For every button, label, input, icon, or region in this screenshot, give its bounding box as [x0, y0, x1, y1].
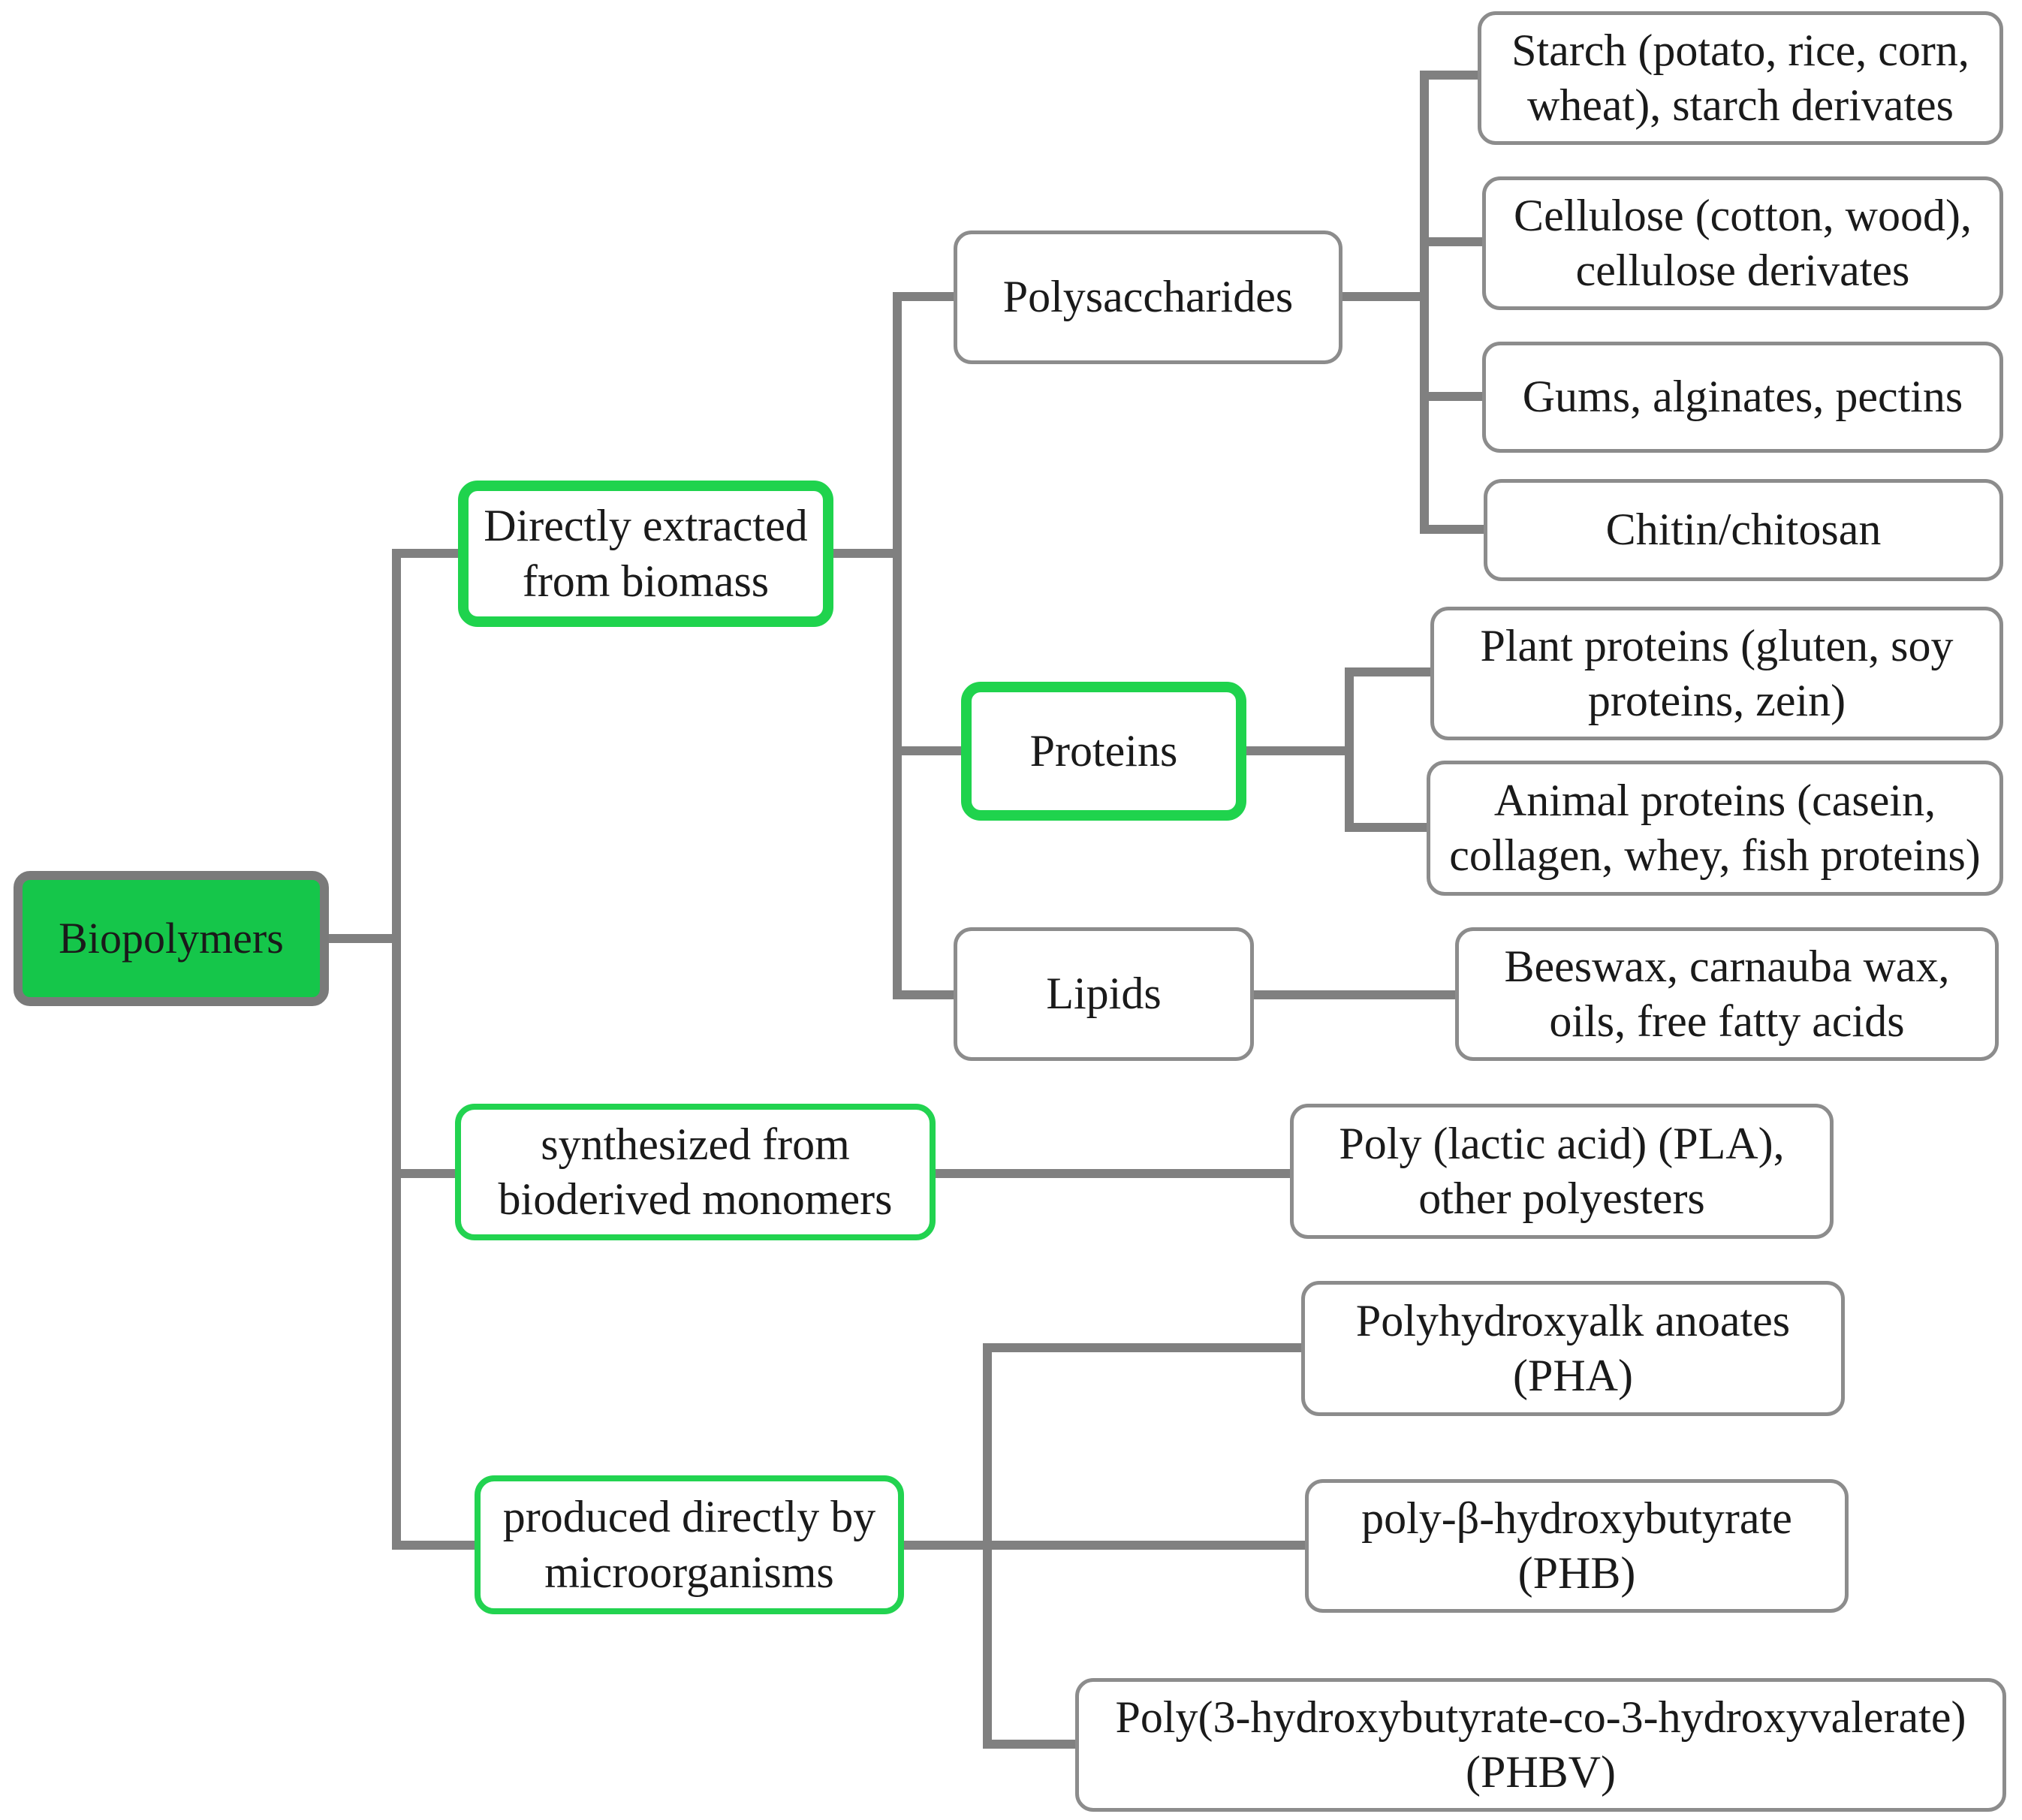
leaf-node-cellulose: Cellulose (cotton, wood), cellulose deri… [1482, 176, 2003, 310]
leaf-node-lipid-examples: Beeswax, carnauba wax, oils, free fatty … [1455, 927, 1999, 1061]
leaf-label-starch: Starch (potato, rice, corn, wheat), star… [1511, 25, 1969, 130]
subcategory-label-polysaccharides: Polysaccharides [1002, 272, 1294, 322]
category-node-synthesized: synthesized from bioderived monomers [455, 1104, 936, 1240]
category-node-microorganisms: produced directly by microorganisms [475, 1475, 904, 1614]
leaf-node-plant-proteins: Plant proteins (gluten, soy proteins, ze… [1430, 607, 2003, 740]
leaf-label-lipid-examples: Beeswax, carnauba wax, oils, free fatty … [1504, 941, 1950, 1046]
leaf-node-starch: Starch (potato, rice, corn, wheat), star… [1478, 11, 2003, 145]
leaf-label-phb: poly-β-hydroxybutyrate (PHB) [1361, 1493, 1792, 1598]
subcategory-label-lipids: Lipids [1046, 969, 1162, 1019]
leaf-node-phb: poly-β-hydroxybutyrate (PHB) [1305, 1479, 1849, 1613]
leaf-label-pha: Polyhydroxyalk anoates (PHA) [1355, 1295, 1791, 1400]
category-label-synthesized: synthesized from bioderived monomers [498, 1119, 893, 1224]
category-label-microorganisms: produced directly by microorganisms [502, 1492, 876, 1597]
category-label-extracted: Directly extracted from biomass [484, 501, 808, 606]
leaf-node-gums: Gums, alginates, pectins [1482, 342, 2003, 453]
leaf-label-animal-proteins: Animal proteins (casein, collagen, whey,… [1449, 775, 1981, 880]
leaf-label-cellulose: Cellulose (cotton, wood), cellulose deri… [1514, 190, 1972, 295]
category-node-extracted: Directly extracted from biomass [458, 481, 833, 627]
root-label: Biopolymers [59, 913, 284, 963]
leaf-node-pha: Polyhydroxyalk anoates (PHA) [1301, 1281, 1845, 1416]
subcategory-node-polysaccharides: Polysaccharides [954, 231, 1342, 364]
leaf-node-chitin: Chitin/chitosan [1484, 479, 2003, 581]
leaf-label-phbv: Poly(3-hydroxybutyrate-co-3-hydroxyvaler… [1115, 1692, 1966, 1797]
leaf-node-animal-proteins: Animal proteins (casein, collagen, whey,… [1427, 761, 2003, 896]
leaf-label-plant-proteins: Plant proteins (gluten, soy proteins, ze… [1480, 620, 1954, 725]
leaf-label-pla: Poly (lactic acid) (PLA), other polyeste… [1339, 1118, 1785, 1223]
subcategory-node-lipids: Lipids [954, 927, 1254, 1061]
leaf-node-pla: Poly (lactic acid) (PLA), other polyeste… [1290, 1104, 1834, 1239]
subcategory-label-proteins: Proteins [1029, 725, 1178, 776]
leaf-label-chitin: Chitin/chitosan [1605, 505, 1882, 555]
root-node-biopolymers: Biopolymers [14, 871, 329, 1006]
subcategory-node-proteins: Proteins [961, 682, 1246, 821]
leaf-label-gums: Gums, alginates, pectins [1522, 372, 1963, 422]
leaf-node-phbv: Poly(3-hydroxybutyrate-co-3-hydroxyvaler… [1075, 1678, 2006, 1812]
